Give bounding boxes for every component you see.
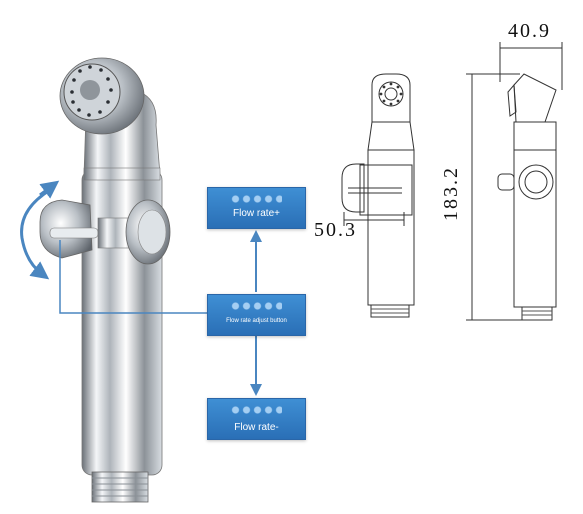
height-dimension: 183.2 [440,166,462,221]
flow-rate-minus-label: Flow rate- [207,398,306,440]
flow-rate-plus-text: Flow rate+ [233,208,280,219]
dots-decoration [230,194,282,204]
button-offset-dimension: 50.3 [314,219,357,241]
width-dimension: 40.9 [508,20,551,42]
dots-decoration [230,405,282,415]
sprayer-body [39,57,171,503]
flow-rate-minus-text: Flow rate- [234,422,279,433]
flow-rate-adjust-label: Flow rate adjust button [207,294,306,336]
dots-decoration [230,301,282,311]
side-view-drawing [466,42,563,321]
front-view-drawing [341,73,415,318]
rotation-arrow-icon [20,180,60,280]
flow-rate-plus-label: Flow rate+ [207,187,306,229]
flow-rate-adjust-text: Flow rate adjust button [226,318,287,324]
leader-line [59,240,207,314]
